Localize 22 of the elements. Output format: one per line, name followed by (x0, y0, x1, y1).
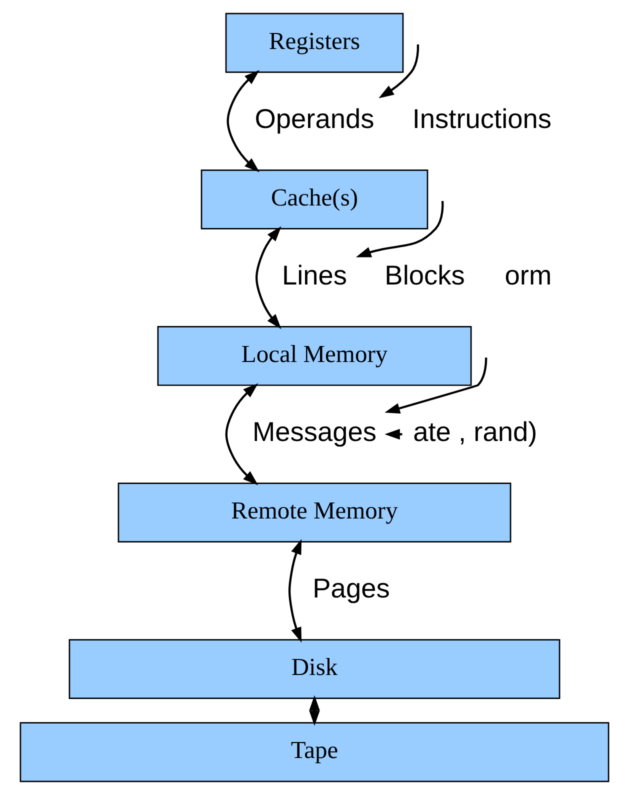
arrow (224, 383, 258, 486)
node-box: Local Memory (156, 326, 472, 386)
node-text: Operands (254, 102, 374, 134)
arrow (226, 70, 260, 172)
node-text: Blocks (384, 260, 464, 291)
arrow (355, 200, 444, 258)
label: orm (504, 260, 552, 291)
arrow (288, 539, 302, 643)
node-box: Tape (19, 722, 609, 782)
node-text: ate , rand) (412, 416, 537, 448)
node-box: Remote Memory (117, 482, 511, 542)
node-box: Registers (224, 12, 404, 73)
arrow (384, 358, 487, 414)
node-text: Messages (252, 416, 376, 448)
node-text: Pages (312, 572, 390, 604)
arrow (378, 44, 419, 98)
arrow (308, 695, 320, 726)
node-box: Disk (68, 639, 560, 700)
node-text: Instructions (412, 102, 552, 134)
node-text: Lines (281, 260, 347, 291)
arrow (255, 226, 281, 330)
node-box: Cache(s) (200, 169, 428, 230)
